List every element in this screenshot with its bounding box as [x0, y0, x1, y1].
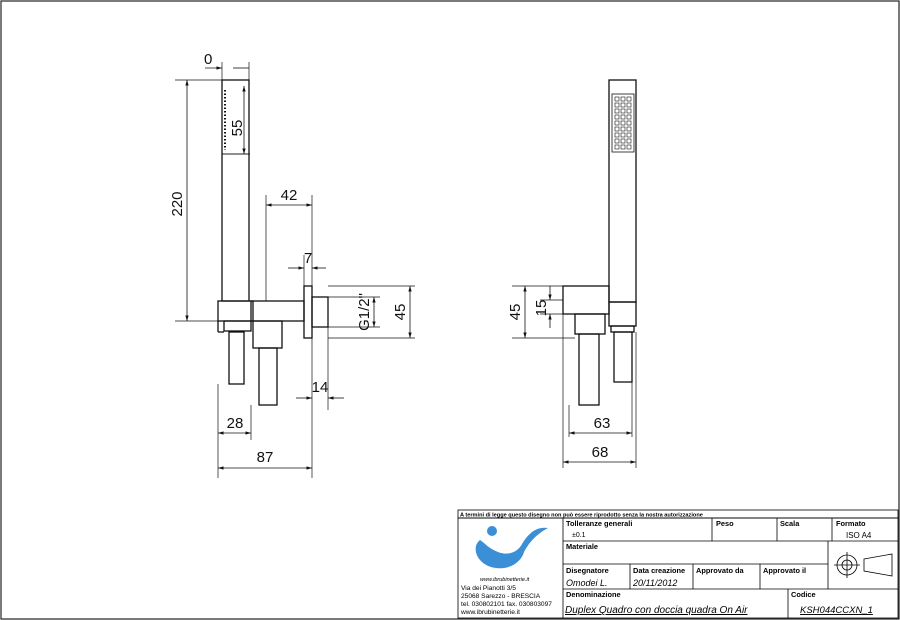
- spray-nozzle: [620, 114, 626, 120]
- bracket-side: [250, 300, 305, 322]
- spray-nozzle: [626, 132, 632, 138]
- spray-nozzle: [620, 120, 626, 126]
- dim-0: 0: [204, 51, 212, 68]
- handle-front: [608, 79, 637, 303]
- spray-nozzle: [626, 120, 632, 126]
- spray-nozzle: [626, 144, 632, 150]
- dim-28: 28: [227, 415, 244, 432]
- title-block: A termini di legge questo disegno non pu…: [457, 509, 899, 619]
- wall-flange: [303, 285, 313, 339]
- codice-label: Codice: [791, 590, 816, 599]
- spray-nozzle: [626, 96, 632, 102]
- denominazione-label: Denominazione: [566, 590, 621, 599]
- materiale-label: Materiale: [566, 542, 598, 551]
- spray-nozzle: [614, 108, 620, 114]
- dim-220: 220: [169, 191, 186, 216]
- handle-stub: [228, 331, 245, 385]
- company-logo: [475, 526, 548, 569]
- spray-nozzle: [620, 144, 626, 150]
- dim-thread: G1/2": [356, 293, 373, 331]
- dim-55: 55: [229, 120, 246, 137]
- dim-7: 7: [304, 250, 312, 267]
- spray-nozzle: [620, 96, 626, 102]
- scala-label: Scala: [780, 519, 800, 528]
- holder-side: [217, 300, 254, 322]
- denominazione-value: Duplex Quadro con doccia quadra On Air: [565, 605, 748, 616]
- spray-nozzle: [614, 114, 620, 120]
- dim-15: 15: [533, 300, 550, 317]
- spray-nozzle: [614, 132, 620, 138]
- tolleranze-value: ±0.1: [572, 532, 586, 539]
- data-creazione-value: 20/11/2012: [632, 578, 677, 588]
- spray-nozzle: [626, 138, 632, 144]
- disegnatore-value: Omodei L.: [566, 578, 608, 588]
- peso-label: Peso: [716, 519, 734, 528]
- dim-45-right: 45: [507, 304, 524, 321]
- hose-stub: [258, 347, 278, 406]
- approvato-da-label: Approvato da: [696, 566, 745, 575]
- dim-14: 14: [312, 379, 329, 396]
- dim-45-left: 45: [392, 304, 409, 321]
- logo-url: www.ibrubinetterie.it: [480, 577, 530, 583]
- dim-87: 87: [257, 449, 274, 466]
- spray-nozzle: [614, 138, 620, 144]
- hose-stub-front: [578, 333, 600, 406]
- dim-42: 42: [281, 187, 298, 204]
- spray-nozzle: [620, 132, 626, 138]
- copyright-notice: A termini di legge questo disegno non pu…: [460, 513, 703, 519]
- dim-63: 63: [594, 415, 611, 432]
- spray-face: [611, 93, 635, 153]
- address-line-1: Via dei Pianotti 3/5: [461, 585, 516, 592]
- spray-nozzle: [620, 108, 626, 114]
- spray-nozzle: [614, 120, 620, 126]
- handle-stub-front: [613, 331, 633, 383]
- address-line-4: www.ibrubinetterie.it: [460, 609, 520, 616]
- projection-symbol-icon: [834, 552, 893, 578]
- spray-nozzle: [626, 102, 632, 108]
- approvato-il-label: Approvato il: [763, 566, 806, 575]
- spray-nozzle: [614, 144, 620, 150]
- spray-nozzle: [626, 126, 632, 132]
- formato-label: Formato: [836, 519, 866, 528]
- side-view: [217, 79, 329, 406]
- spray-nozzle: [614, 102, 620, 108]
- codice-value: KSH044CCXN_1: [800, 605, 873, 616]
- spray-nozzle: [620, 102, 626, 108]
- spray-nozzle: [620, 126, 626, 132]
- spray-nozzle: [620, 138, 626, 144]
- spray-nozzle: [626, 114, 632, 120]
- tolleranze-label: Tolleranze generali: [566, 519, 632, 528]
- address-line-2: 25068 Sarezzo - BRESCIA: [461, 593, 541, 600]
- dim-68: 68: [592, 444, 609, 461]
- spray-nozzle: [614, 126, 620, 132]
- handle-side: [221, 79, 250, 302]
- formato-value: ISO A4: [846, 531, 872, 540]
- bracket-front: [562, 285, 610, 315]
- spray-nozzle-grid: [614, 96, 632, 150]
- spray-nozzle: [614, 96, 620, 102]
- disegnatore-label: Disegnatore: [566, 566, 609, 575]
- front-view: [562, 79, 637, 406]
- address-line-3: tel. 030802101 fax. 030803097: [461, 601, 552, 608]
- spray-nozzle: [626, 108, 632, 114]
- data-creazione-label: Data creazione: [633, 566, 685, 575]
